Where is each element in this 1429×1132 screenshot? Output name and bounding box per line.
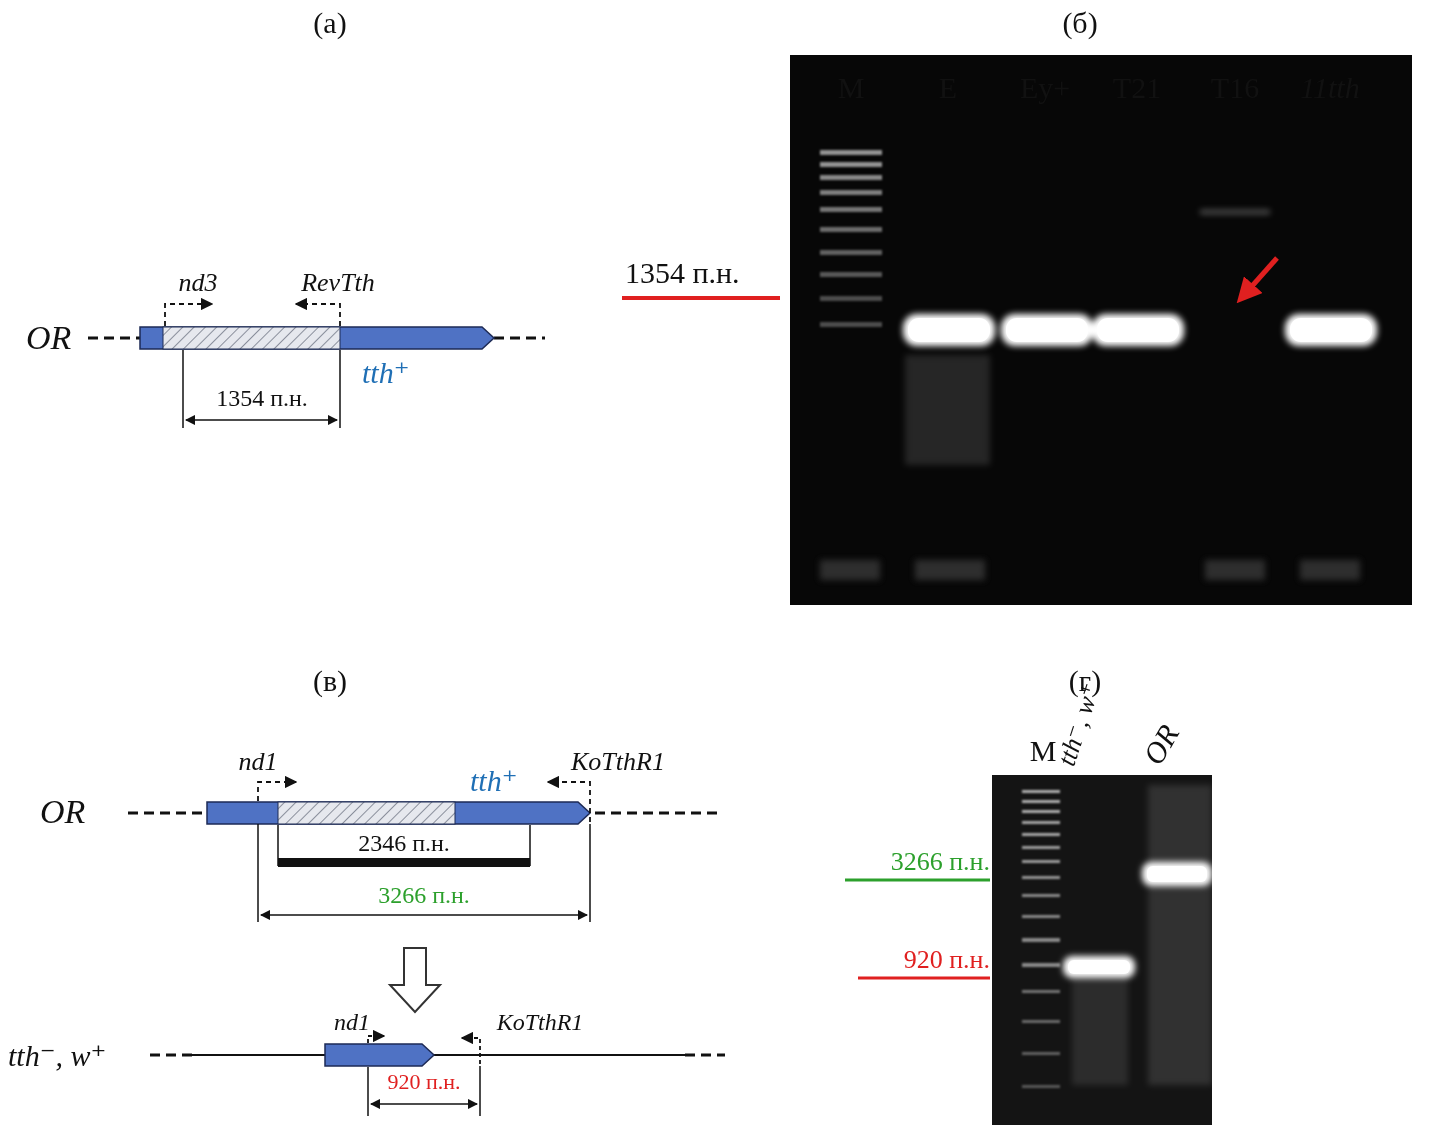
panel-letter: (б) xyxy=(1062,6,1097,39)
gel-b xyxy=(790,55,1412,605)
lane-label: T21 xyxy=(1113,71,1161,104)
gene-bar xyxy=(140,327,494,349)
dimension-line xyxy=(371,1103,477,1105)
gel-d xyxy=(992,775,1212,1125)
primer-arrow xyxy=(462,1038,480,1064)
primer-name: nd1 xyxy=(334,1009,370,1035)
primer-arrow xyxy=(368,1036,384,1043)
lane-label: 11tth xyxy=(1300,71,1359,104)
gene-bar xyxy=(207,802,590,824)
deleted-region xyxy=(278,802,455,824)
ladder xyxy=(820,150,882,327)
primer-name: nd3 xyxy=(179,269,218,298)
size-label: 1354 п.н. xyxy=(625,256,740,289)
dimension-label: 1354 п.н. xyxy=(216,385,308,411)
primer-name: nd1 xyxy=(239,748,278,777)
panel-letter: (в) xyxy=(313,664,347,697)
pcr-band xyxy=(1142,862,1212,886)
ladder xyxy=(1022,790,1060,1088)
deleted-bar xyxy=(278,858,530,867)
pcr-bands-core xyxy=(908,318,1372,342)
primer-name: RevTth xyxy=(301,269,375,298)
size-underline xyxy=(858,977,990,980)
gene-map-a xyxy=(88,304,545,428)
pcr-band xyxy=(1063,956,1135,978)
primer-name: KoTthR1 xyxy=(497,1009,584,1035)
primer-arrow xyxy=(165,304,212,326)
size-label: 920 п.н. xyxy=(904,946,990,975)
gene-bar xyxy=(325,1044,434,1066)
red-arrow xyxy=(1245,258,1277,294)
dimension-line xyxy=(186,419,337,421)
size-underline xyxy=(622,296,780,300)
dimension-label: 3266 п.н. xyxy=(378,882,470,908)
hollow-arrow xyxy=(390,948,440,1012)
dimension-line xyxy=(261,914,587,916)
gene-name: tth⁺ xyxy=(470,764,518,797)
lane-label: OR xyxy=(1136,719,1185,770)
primer-name: KoTthR1 xyxy=(571,748,665,777)
primer-arrow xyxy=(258,782,296,801)
deleted-region xyxy=(163,327,340,349)
gene-map-c xyxy=(128,782,725,1116)
lane-label: T16 xyxy=(1211,71,1259,104)
primer-arrow xyxy=(296,304,340,326)
strain-name: OR xyxy=(40,793,85,830)
dimension-label: 2346 п.н. xyxy=(358,830,450,856)
size-label: 3266 п.н. xyxy=(891,848,990,877)
size-underline xyxy=(845,879,990,882)
lane-label: M xyxy=(838,71,865,104)
dimension-label: 920 п.н. xyxy=(387,1070,460,1094)
lane-label: tth⁻, w⁺ xyxy=(1053,680,1107,770)
panel-letter: (а) xyxy=(313,6,346,39)
lane-label: E xyxy=(939,71,957,104)
strain-name: OR xyxy=(26,319,71,356)
strain-name: tth⁻, w⁺ xyxy=(8,1039,106,1072)
pcr-bands xyxy=(903,210,1377,346)
gene-name: tth⁺ xyxy=(362,356,410,389)
lane-label: M xyxy=(1030,734,1057,767)
primer-arrow xyxy=(548,782,590,822)
lane-label: Ey+ xyxy=(1020,71,1070,104)
